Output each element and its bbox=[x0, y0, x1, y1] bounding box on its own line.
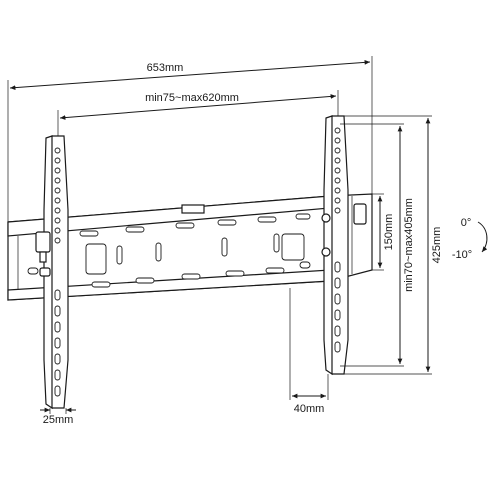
tilt-arrow-icon bbox=[477, 221, 488, 253]
vesa-height-label: min70~max405mm bbox=[403, 198, 415, 292]
overall-width-label: 653mm bbox=[147, 62, 184, 74]
arm-width-label: 25mm bbox=[43, 414, 74, 426]
dim-arm-width bbox=[40, 407, 76, 414]
vesa-width-label: min75~max620mm bbox=[145, 92, 239, 104]
center-level-tab bbox=[181, 204, 205, 214]
wall-plate-height-label: 150mm bbox=[383, 214, 395, 251]
left-arm-holes bbox=[54, 147, 61, 397]
overall-height-label: 425mm bbox=[431, 227, 443, 264]
dim-vesa-width bbox=[57, 90, 339, 136]
dim-overall-height bbox=[344, 115, 432, 375]
dim-overall-width bbox=[7, 56, 373, 222]
wall-distance-label: 40mm bbox=[294, 403, 325, 415]
tilt-lower-label: -10° bbox=[452, 249, 472, 261]
right-arm-holes bbox=[334, 127, 341, 353]
dim-vesa-height bbox=[340, 123, 404, 367]
dim-wall-plate-height bbox=[372, 193, 384, 271]
right-safety-knob bbox=[321, 203, 367, 257]
dim-wall-distance bbox=[289, 288, 329, 400]
left-safety-knob bbox=[35, 231, 51, 277]
right-arm bbox=[323, 115, 349, 376]
tilt-upper-label: 0° bbox=[461, 217, 472, 229]
wall-plate-slots bbox=[27, 213, 311, 288]
